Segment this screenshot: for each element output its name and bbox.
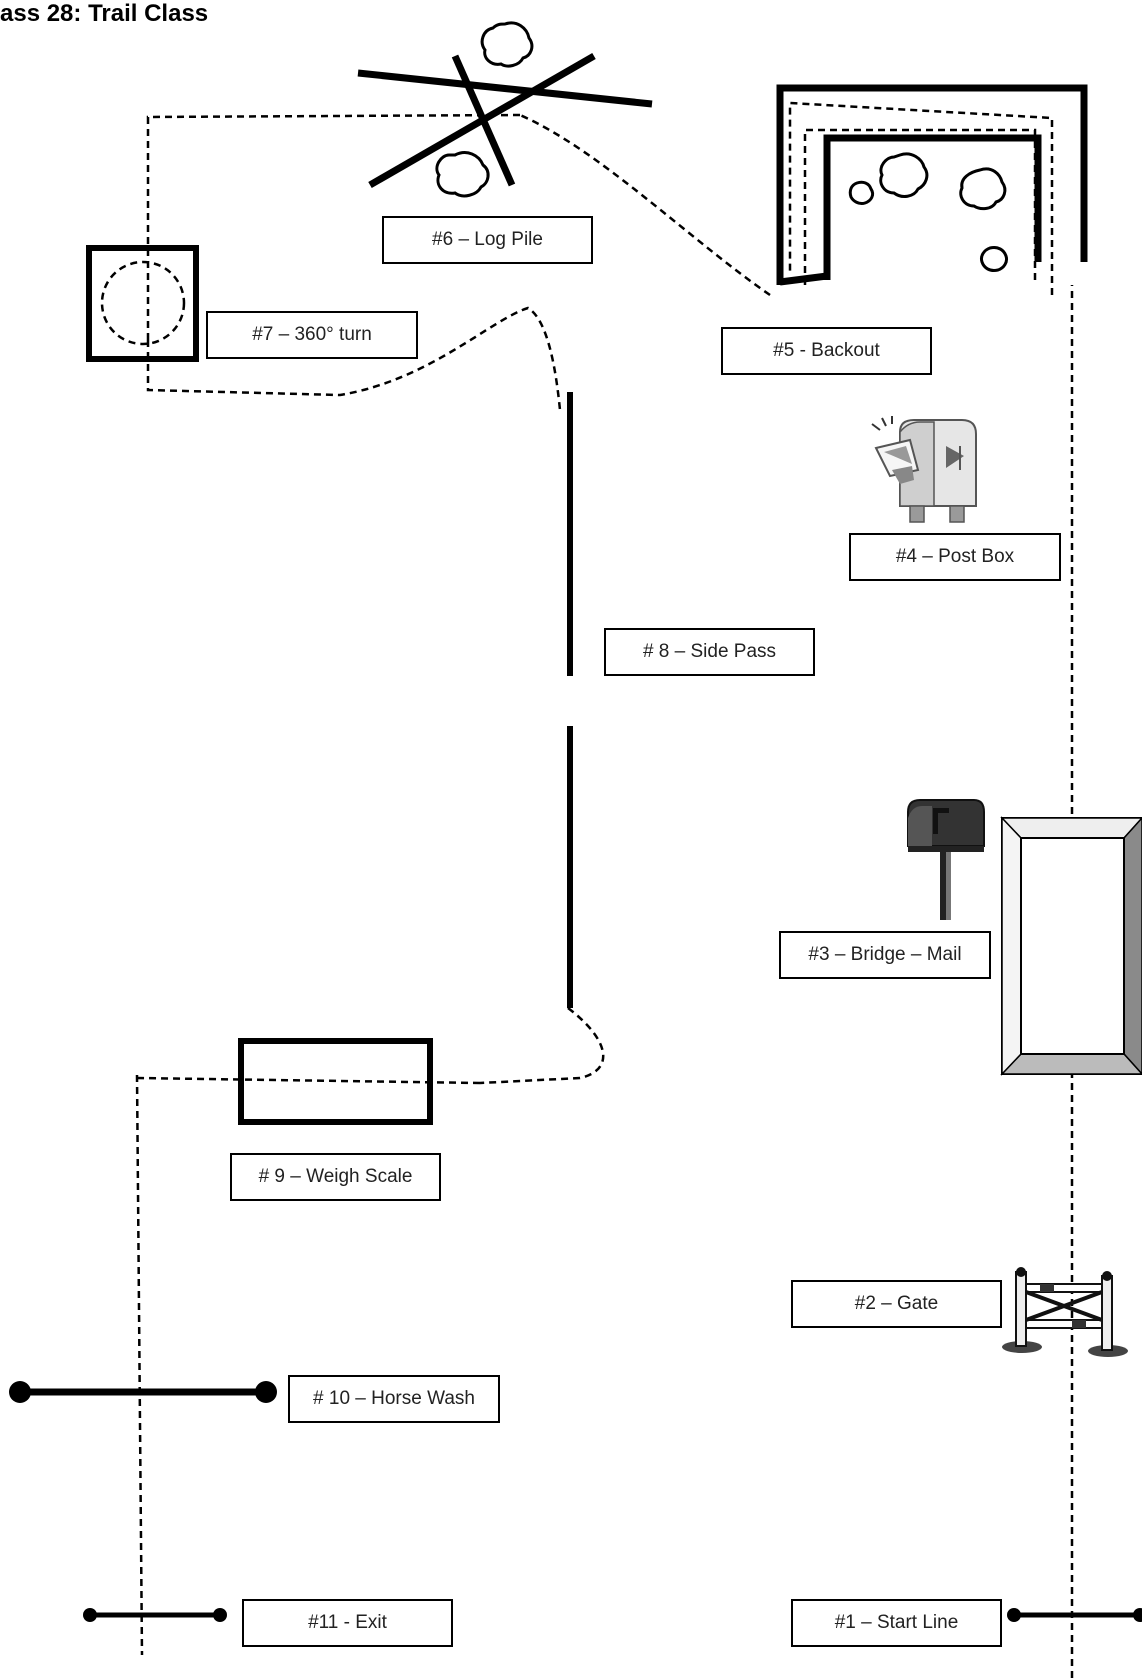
horse-wash-obstacle: [9, 1381, 277, 1403]
label-bridge-mail: #3 – Bridge – Mail: [779, 931, 991, 979]
route-to-logpile: [519, 113, 771, 297]
mailbox-icon: [907, 799, 985, 920]
shrub-5: [848, 180, 875, 205]
label-360-turn: #7 – 360° turn: [206, 311, 418, 359]
turn-circle: [100, 260, 186, 346]
post-box-icon: [871, 416, 977, 523]
exit-line-obstacle: [83, 1608, 227, 1622]
backout-bottom-rail: [779, 272, 828, 286]
label-gate: #2 – Gate: [791, 1280, 1002, 1328]
route-sidepass-exit: [479, 1007, 605, 1085]
label-exit: #11 - Exit: [242, 1599, 453, 1647]
label-post-box: #4 – Post Box: [849, 533, 1061, 581]
label-start-line: #1 – Start Line: [791, 1599, 1002, 1647]
route-weigh: [136, 1076, 481, 1085]
log-pile-obstacle: [357, 52, 653, 189]
label-horse-wash: # 10 – Horse Wash: [288, 1375, 500, 1423]
weigh-scale-box: [238, 1038, 433, 1125]
start-line-obstacle: [1007, 1608, 1142, 1622]
label-backout: #5 - Backout: [721, 327, 932, 375]
backout-obstacle: [776, 84, 1088, 286]
bridge-obstacle: [1000, 816, 1142, 1076]
turn-box: [86, 245, 199, 362]
label-log-pile: #6 – Log Pile: [382, 216, 593, 264]
route-top: [146, 113, 521, 340]
gate-icon: [1002, 1267, 1128, 1357]
label-side-pass: # 8 – Side Pass: [604, 628, 815, 676]
shrubs: [435, 21, 1008, 272]
shrub-1: [480, 21, 534, 68]
shrub-3: [879, 152, 929, 198]
route-turn-exit: [146, 306, 562, 411]
route-backout-inner: [803, 128, 1037, 285]
backout-outer-wall: [776, 84, 1088, 285]
backout-inner-wall: [823, 134, 1042, 280]
page-title: ass 28: Trail Class: [0, 0, 209, 27]
route-left-down: [135, 1074, 144, 1656]
route-backout-loop: [788, 101, 1054, 295]
shrub-2: [435, 151, 490, 198]
shrub-6: [980, 246, 1008, 272]
shrub-4: [959, 167, 1007, 211]
label-weigh-scale: # 9 – Weigh Scale: [230, 1153, 441, 1201]
